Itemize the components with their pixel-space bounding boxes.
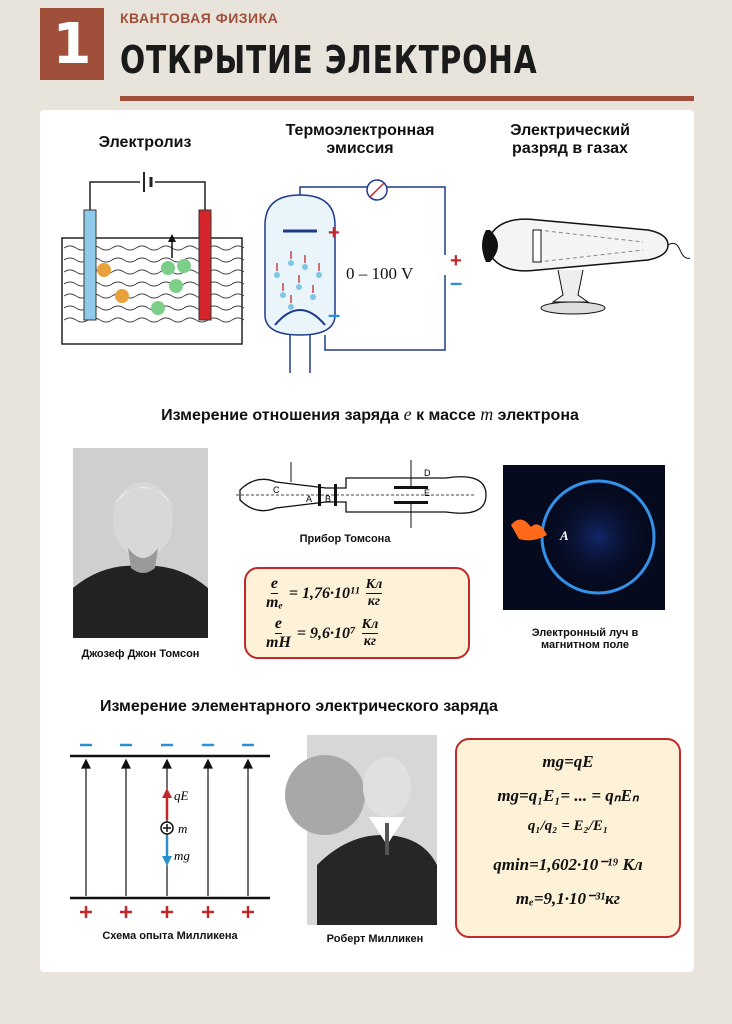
electron-beam-photo [503, 465, 665, 610]
thermo-minus-sign: – [328, 302, 341, 327]
thermionic-diagram [264, 179, 446, 373]
discharge-label: Электрический разряд в газах [490, 122, 650, 158]
formula2-numerator: e [274, 615, 282, 634]
thomson-heading-e: e [403, 404, 412, 424]
formula1-denominator: mₑ [266, 594, 283, 611]
thermo-label: Термоэлектронная эмиссия [260, 122, 460, 158]
millikan-formula-box: mg=qE mg=q₁E₁= ... = qₙEₙ q₁/q₂ = E₂/E₁ … [455, 738, 681, 938]
thermo-plus-sign: + [328, 222, 340, 244]
section-label: КВАНТОВАЯ ФИЗИКА [120, 10, 279, 26]
thermo-label-line2: эмиссия [326, 140, 394, 157]
apparatus-caption: Прибор Томсона [299, 533, 391, 545]
formula-electron-mass: mₑ=9,1·10⁻³¹кг [515, 889, 621, 908]
formula-mg-qe: mg=qE [542, 752, 594, 771]
formula2-unit-num: Кл [361, 617, 379, 634]
millikan-portrait-caption: Роберт Милликен [326, 933, 424, 945]
force-qe-label: qE [174, 788, 189, 803]
electrolysis-label: Электролиз [98, 134, 192, 151]
thermo-voltage: 0 – 100 V [346, 264, 414, 283]
thomson-portrait [73, 448, 208, 638]
formula2-unit-den: кг [363, 634, 377, 649]
formula-mg-chain: mg=q₁E₁= ... = qₙEₙ [497, 786, 639, 805]
thermo-source-minus: – [450, 270, 463, 295]
formula1-unit-num: Кл [365, 577, 383, 594]
thomson-heading-m: m [480, 404, 494, 424]
mass-m-label: m [178, 821, 188, 836]
em-ratio-formula-box: e mₑ = 1,76·10¹¹ Кл кг e mH = 9,6·10⁷ Кл… [244, 567, 470, 659]
beam-letter-a: A [560, 528, 569, 543]
thomson-heading-part1: Измерение отношения заряда [161, 407, 404, 424]
formula-hydrogen-ratio: e mH = 9,6·10⁷ Кл кг [266, 615, 379, 652]
millikan-scheme-caption: Схема опыта Милликена [102, 930, 238, 942]
millikan-scheme-diagram [70, 743, 270, 918]
apparatus-letter-a: A [306, 494, 313, 504]
millikan-portrait [285, 735, 437, 925]
thermo-label-line1: Термоэлектронная [285, 122, 435, 139]
discharge-label-line2: разряд в газах [512, 140, 628, 157]
apparatus-letter-c: C [273, 485, 280, 495]
formula2-value: = 9,6·10⁷ [296, 624, 356, 642]
section-number: 1 [40, 8, 104, 80]
apparatus-letter-b: B [325, 494, 332, 504]
thomson-heading-part2: к массе [411, 407, 481, 424]
millikan-heading: Измерение элементарного электрического з… [100, 698, 498, 715]
beam-caption-line2: магнитном поле [541, 639, 629, 651]
electrolysis-diagram [61, 172, 245, 345]
apparatus-letter-e: E [424, 488, 431, 498]
beam-caption: Электронный луч в магнитном поле [500, 627, 670, 651]
formula2-denominator: mH [266, 634, 291, 651]
force-mg-label: mg [174, 848, 190, 863]
thomson-apparatus-diagram [236, 460, 487, 528]
formula1-value: = 1,76·10¹¹ [288, 584, 360, 602]
header-rule [120, 96, 694, 101]
thomson-heading: Измерение отношения заряда e к массе m э… [70, 404, 670, 425]
discharge-tube-diagram [482, 218, 691, 315]
thomson-portrait-caption: Джозеф Джон Томсон [81, 648, 200, 660]
apparatus-letter-d: D [424, 468, 431, 478]
page-title: ОТКРЫТИЕ ЭЛЕКТРОНА [120, 38, 538, 82]
beam-caption-line1: Электронный луч в [531, 627, 639, 639]
formula1-numerator: e [270, 575, 278, 594]
formula-charge-ratio: q₁/q₂ = E₂/E₁ [527, 818, 609, 834]
thermo-source-plus: + [450, 250, 462, 272]
formula-qmin: qmin=1,602·10⁻¹⁹ Кл [493, 855, 643, 874]
formula-electron-ratio: e mₑ = 1,76·10¹¹ Кл кг [266, 575, 383, 612]
thomson-heading-part3: электрона [493, 407, 579, 424]
formula1-unit-den: кг [367, 594, 381, 609]
discharge-label-line1: Электрический [510, 122, 630, 139]
